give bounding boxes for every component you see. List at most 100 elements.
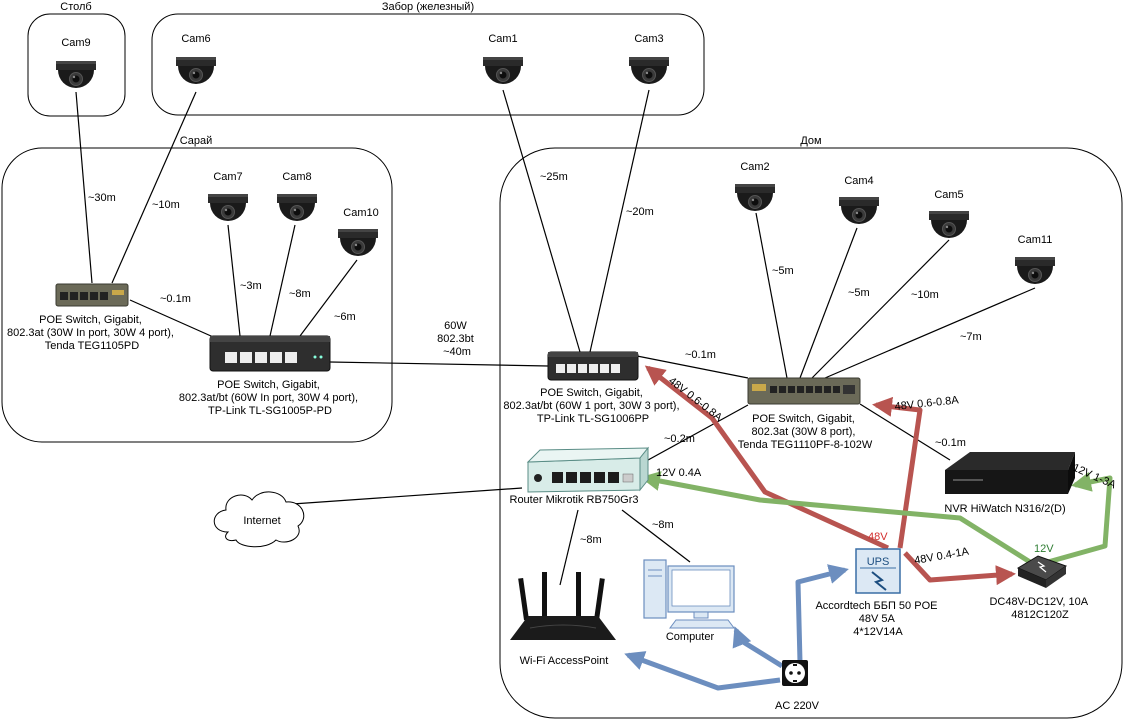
link-label: ~8m	[652, 519, 674, 531]
power-label: 12V 0.4A	[656, 467, 702, 479]
camera-icon	[928, 210, 970, 239]
router-icon	[510, 572, 616, 640]
link-label: ~0.1m	[935, 437, 966, 449]
switch-icon	[547, 351, 639, 381]
link-label: ~25m	[540, 171, 568, 183]
camera-label: Cam7	[213, 171, 242, 183]
camera-label: Cam11	[1018, 234, 1053, 246]
camera-label: Cam2	[740, 161, 769, 173]
device-label: POE Switch, Gigabit, 802.3at/bt (60W 1 p…	[503, 387, 682, 425]
switch-tenda-small: POE Switch, Gigabit, 802.3at (30W In por…	[7, 283, 177, 352]
switch-icon	[209, 335, 331, 372]
zone-fence	[151, 13, 705, 116]
link-label: ~5m	[772, 265, 794, 277]
camera-label: Cam9	[61, 37, 90, 49]
camera-label: Cam3	[634, 33, 663, 45]
device-label: POE Switch, Gigabit, 802.3at (30W 8 port…	[738, 413, 873, 451]
camera-label: Cam4	[844, 175, 873, 187]
link-label: ~7m	[960, 331, 982, 343]
camera-icon	[337, 228, 379, 257]
camera-icon	[55, 60, 97, 89]
link-label: ~8m	[580, 534, 602, 546]
link-label: 60W 802.3bt ~40m	[437, 320, 477, 358]
zone-house	[499, 147, 1123, 719]
camera-cam5: Cam5	[928, 189, 970, 239]
router-mikrotik: Router Mikrotik RB750Gr3	[510, 446, 650, 506]
device-label: NVR HiWatch N316/2(D)	[944, 503, 1065, 515]
camera-icon	[734, 183, 776, 212]
cloud-icon	[213, 491, 305, 548]
device-label: POE Switch, Gigabit, 802.3at/bt (60W In …	[179, 379, 361, 417]
socket-icon	[782, 660, 808, 686]
zone-shed-label: Сарай	[180, 135, 213, 147]
switch-tplink-5p: POE Switch, Gigabit, 802.3at/bt (60W In …	[179, 335, 361, 417]
camera-cam1: Cam1	[482, 33, 524, 85]
camera-cam2: Cam2	[734, 161, 776, 212]
switch-icon	[747, 377, 861, 405]
camera-cam10: Cam10	[337, 207, 379, 257]
link-label: ~30m	[88, 192, 116, 204]
camera-cam6: Cam6	[175, 33, 217, 85]
link-label: ~5m	[848, 287, 870, 299]
ups-accordtech: UPS Accordtech ББП 50 POE 48V 5A 4*12V14…	[815, 548, 940, 638]
link-label: ~6m	[334, 311, 356, 323]
device-label: Accordtech ББП 50 POE 48V 5A 4*12V14A	[815, 600, 940, 638]
camera-cam8: Cam8	[276, 171, 318, 222]
zone-pole-label: Столб	[60, 1, 91, 13]
device-label: Router Mikrotik RB750Gr3	[510, 494, 639, 506]
device-label: AC 220V	[775, 700, 820, 712]
converter-icon	[1016, 555, 1068, 588]
network-cables	[75, 89, 1036, 586]
nvr-icon	[945, 452, 1075, 494]
camera-icon	[207, 193, 249, 222]
link-label: ~0.2m	[664, 433, 695, 445]
camera-icon	[482, 56, 524, 85]
dcdc-converter: DC48V-DC12V, 10A 4812C120Z	[989, 555, 1090, 621]
device-label: Computer	[666, 631, 715, 643]
zone-pole	[27, 13, 126, 117]
camera-icon	[1014, 256, 1056, 285]
link-label: ~10m	[152, 199, 180, 211]
camera-cam9: Cam9	[55, 37, 97, 89]
wifi-access-point: Wi-Fi AccessPoint	[510, 572, 616, 667]
power-12v	[640, 471, 1113, 565]
camera-icon	[276, 193, 318, 222]
camera-cam7: Cam7	[207, 171, 249, 222]
camera-icon	[175, 56, 217, 85]
internet-cloud: Internet	[213, 491, 305, 548]
link-labels: ~30m ~10m ~0.1m ~3m ~8m ~6m 60W 802.3bt …	[88, 171, 982, 546]
camera-cam4: Cam4	[838, 175, 880, 225]
zone-fence-label: Забор (железный)	[382, 1, 474, 13]
device-label: POE Switch, Gigabit, 802.3at (30W In por…	[7, 314, 177, 352]
computer: Computer	[643, 559, 735, 643]
camera-cam3: Cam3	[628, 33, 670, 85]
camera-label: Cam1	[488, 33, 517, 45]
power-label: 12V 1-3A	[1071, 462, 1118, 492]
ac-socket: AC 220V	[775, 660, 820, 712]
link-label: ~8m	[289, 288, 311, 300]
router-icon	[526, 446, 650, 493]
computer-icon	[643, 559, 735, 629]
camera-cam11: Cam11	[1014, 234, 1056, 285]
camera-label: Cam8	[282, 171, 311, 183]
device-label: DC48V-DC12V, 10A 4812C120Z	[989, 596, 1090, 621]
device-label: Wi-Fi AccessPoint	[520, 655, 609, 667]
ups-icon: UPS	[855, 548, 901, 594]
link-label: ~10m	[911, 289, 939, 301]
power-label: 48V 0.6-0.8A	[894, 394, 960, 413]
link-label: ~20m	[626, 206, 654, 218]
camera-label: Cam5	[934, 189, 963, 201]
power-ac	[624, 564, 849, 691]
link-label: ~0.1m	[685, 349, 716, 361]
cloud-label: Internet	[243, 515, 280, 527]
zone-house-label: Дом	[800, 135, 821, 147]
switch-icon	[55, 283, 129, 307]
zone-shed	[1, 147, 393, 443]
switch-tplink-6p: POE Switch, Gigabit, 802.3at/bt (60W 1 p…	[503, 351, 682, 425]
camera-icon	[628, 56, 670, 85]
power-label-12v: 12V	[1034, 543, 1054, 555]
svg-text:UPS: UPS	[867, 556, 890, 568]
camera-label: Cam6	[181, 33, 210, 45]
switch-tenda-big: POE Switch, Gigabit, 802.3at (30W 8 port…	[738, 377, 873, 451]
link-label: ~3m	[240, 280, 262, 292]
